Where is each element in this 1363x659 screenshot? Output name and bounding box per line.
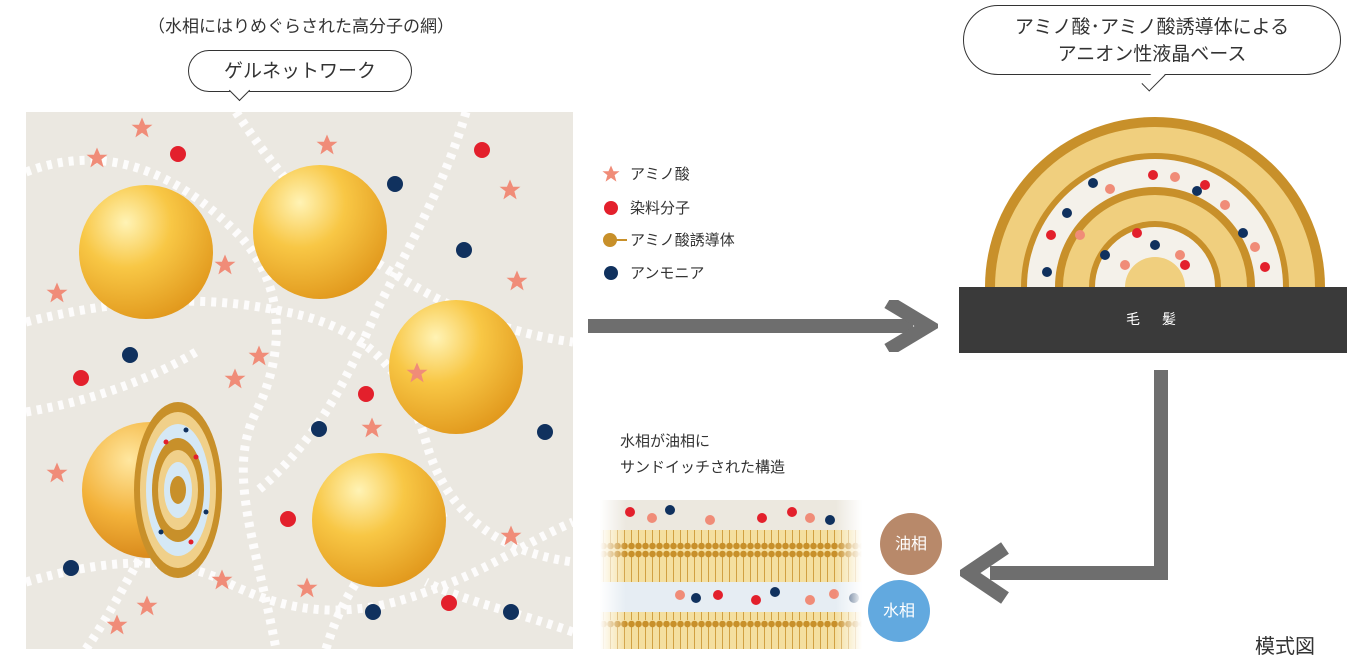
gel-network-panel	[26, 112, 573, 649]
legend-dye: 染料分子	[602, 197, 690, 218]
legend-ammonia: アンモニア	[602, 262, 704, 283]
cutaway-liquid-crystal-layers	[134, 402, 222, 578]
legend-derivative-label: アミノ酸誘導体	[630, 231, 735, 249]
oil-phase-tag: 油相	[880, 513, 942, 575]
gel-network-label: ゲルネットワーク	[223, 60, 376, 82]
micelle-sphere	[312, 453, 446, 587]
legend-dye-label: 染料分子	[630, 199, 691, 217]
hair-block: 毛 髪	[959, 287, 1347, 353]
arrow-down-left-icon	[960, 370, 1168, 604]
legend-amino-acid: アミノ酸	[602, 163, 690, 184]
gel-caption: （水相にはりめぐらされた高分子の網）	[148, 17, 454, 37]
water-phase-tag: 水相	[868, 580, 930, 642]
legend-ammonia-label: アンモニア	[630, 264, 705, 282]
ammonia-dots	[63, 176, 553, 620]
micelle-sphere	[389, 300, 523, 434]
star-icon	[602, 164, 620, 182]
liquid-crystal-line2: アニオン性液晶ベース	[1057, 43, 1247, 65]
sandwich-caption-line2: サンドイッチされた構造	[620, 458, 786, 476]
legend-amino-acid-label: アミノ酸	[630, 165, 690, 183]
lamellar-dome	[985, 117, 1325, 287]
micelle-sphere	[79, 185, 213, 319]
liquid-crystal-line1: アミノ酸･アミノ酸誘導体による	[1014, 16, 1290, 38]
dye-molecule-dots	[73, 142, 490, 611]
hair-label: 毛 髪	[1126, 312, 1180, 328]
micelle-sphere	[253, 165, 387, 299]
red-dot-icon	[604, 200, 618, 215]
legend-derivative: アミノ酸誘導体	[602, 229, 735, 250]
gel-network-bubble: ゲルネットワーク	[188, 50, 412, 92]
arrow-right-icon	[588, 300, 938, 352]
oil-phase-label: 油相	[894, 534, 927, 553]
sandwich-structure	[600, 500, 862, 649]
water-phase-label: 水相	[882, 601, 915, 620]
schematic-label: 模式図	[1255, 634, 1315, 658]
navy-dot-icon	[604, 265, 618, 280]
liquid-crystal-bubble: アミノ酸･アミノ酸誘導体による アニオン性液晶ベース	[963, 5, 1341, 75]
sandwich-caption-line1: 水相が油相に	[620, 432, 711, 450]
lipid-molecule-icon	[603, 232, 627, 247]
